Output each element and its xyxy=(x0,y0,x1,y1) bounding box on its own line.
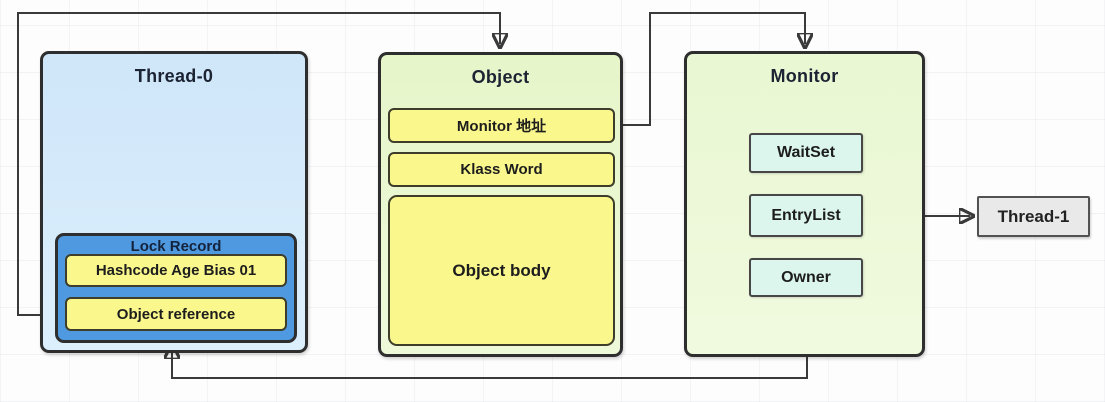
field-entrylist: EntryList xyxy=(749,194,863,237)
node-thread-1: Thread-1 xyxy=(977,196,1090,237)
field-object-body: Object body xyxy=(388,195,615,346)
field-hashcode-age-bias: Hashcode Age Bias 01 xyxy=(65,254,287,287)
lock-record-title: Lock Record xyxy=(130,238,222,255)
field-monitor-address: Monitor 地址 xyxy=(388,108,615,143)
field-waitset: WaitSet xyxy=(749,133,863,173)
monitor-title: Monitor xyxy=(770,66,839,86)
field-owner: Owner xyxy=(749,258,863,297)
field-object-reference: Object reference xyxy=(65,297,287,331)
field-klass-word: Klass Word xyxy=(388,152,615,187)
object-title: Object xyxy=(471,67,530,87)
thread-0-title: Thread-0 xyxy=(134,66,214,86)
